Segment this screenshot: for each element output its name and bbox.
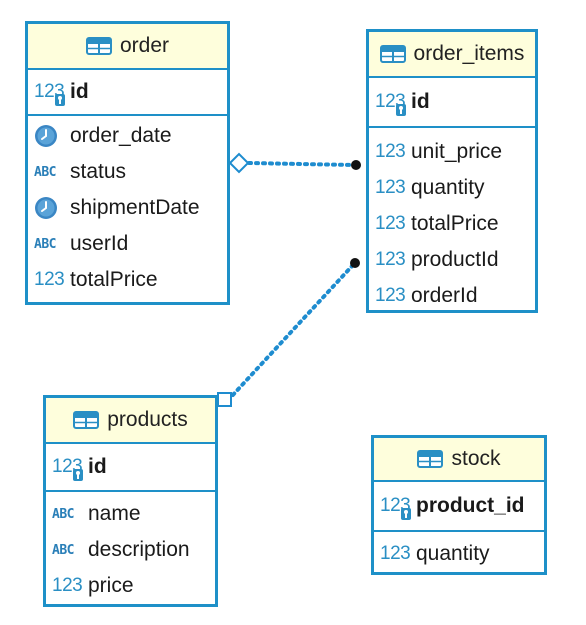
entity-header[interactable]: order_items bbox=[369, 32, 535, 78]
column-name: order_date bbox=[70, 124, 172, 147]
primary-key-row[interactable]: 123 id bbox=[369, 84, 430, 120]
numeric-icon: 123 bbox=[34, 269, 65, 290]
abc-icon: ABC bbox=[52, 542, 74, 558]
column-name: totalPrice bbox=[411, 212, 499, 235]
relation-order-items-to-products bbox=[229, 263, 355, 399]
column-name: id bbox=[70, 80, 89, 103]
column-name: product_id bbox=[416, 494, 525, 517]
abc-icon: ABC bbox=[34, 164, 56, 180]
entity-header[interactable]: products bbox=[46, 398, 215, 444]
column-name: status bbox=[70, 160, 127, 183]
clock-icon bbox=[35, 197, 57, 219]
clock-icon bbox=[35, 125, 57, 147]
column-name: shipmentDate bbox=[70, 196, 200, 219]
column-name: unit_price bbox=[411, 140, 503, 163]
primary-key-icon: 123 bbox=[52, 454, 83, 481]
column-name: productId bbox=[411, 248, 499, 271]
primary-key-row[interactable]: 123 id bbox=[46, 449, 107, 485]
table-icon bbox=[73, 411, 100, 429]
column-row[interactable]: ABC name bbox=[46, 496, 215, 532]
column-name: userId bbox=[70, 232, 129, 255]
entity-title: order bbox=[119, 34, 170, 57]
table-icon bbox=[379, 45, 406, 63]
column-name: name bbox=[88, 502, 141, 525]
table-icon bbox=[417, 450, 444, 468]
relation-square-marker bbox=[217, 392, 232, 407]
entity-title: stock bbox=[451, 447, 501, 470]
abc-icon: ABC bbox=[52, 506, 74, 522]
primary-key-icon: 123 bbox=[34, 79, 65, 106]
column-row[interactable]: order_date bbox=[28, 118, 227, 154]
relation-dot-marker bbox=[350, 258, 360, 268]
entity-header[interactable]: order bbox=[28, 24, 227, 70]
primary-key-icon: 123 bbox=[375, 89, 406, 116]
abc-icon: ABC bbox=[34, 236, 56, 252]
column-row[interactable]: shipmentDate bbox=[28, 190, 227, 226]
primary-key-icon: 123 bbox=[380, 493, 411, 520]
column-row[interactable]: ABC userId bbox=[28, 226, 227, 262]
entity-title: products bbox=[107, 408, 188, 431]
column-name: id bbox=[88, 455, 107, 478]
entity-title: order_items bbox=[413, 42, 525, 65]
column-name: id bbox=[411, 90, 430, 113]
column-name: orderId bbox=[411, 284, 478, 307]
column-name: description bbox=[88, 538, 190, 561]
numeric-icon: 123 bbox=[375, 177, 406, 198]
primary-key-row[interactable]: 123 id bbox=[28, 74, 89, 110]
table-icon bbox=[85, 37, 112, 55]
numeric-icon: 123 bbox=[52, 575, 83, 596]
relation-order-items-to-order bbox=[247, 161, 356, 167]
numeric-icon: 123 bbox=[375, 249, 406, 270]
numeric-icon: 123 bbox=[380, 543, 411, 564]
column-name: totalPrice bbox=[70, 268, 158, 291]
column-name: quantity bbox=[416, 542, 490, 565]
entity-header[interactable]: stock bbox=[374, 438, 544, 482]
column-row[interactable]: ABC description bbox=[46, 532, 215, 568]
relation-dot-marker bbox=[351, 160, 361, 170]
numeric-icon: 123 bbox=[375, 285, 406, 306]
numeric-icon: 123 bbox=[375, 213, 406, 234]
column-row[interactable]: ABC status bbox=[28, 154, 227, 190]
column-name: quantity bbox=[411, 176, 485, 199]
primary-key-row[interactable]: 123 product_id bbox=[374, 488, 525, 524]
relation-diamond-marker bbox=[228, 152, 250, 174]
column-name: price bbox=[88, 574, 134, 597]
numeric-icon: 123 bbox=[375, 141, 406, 162]
